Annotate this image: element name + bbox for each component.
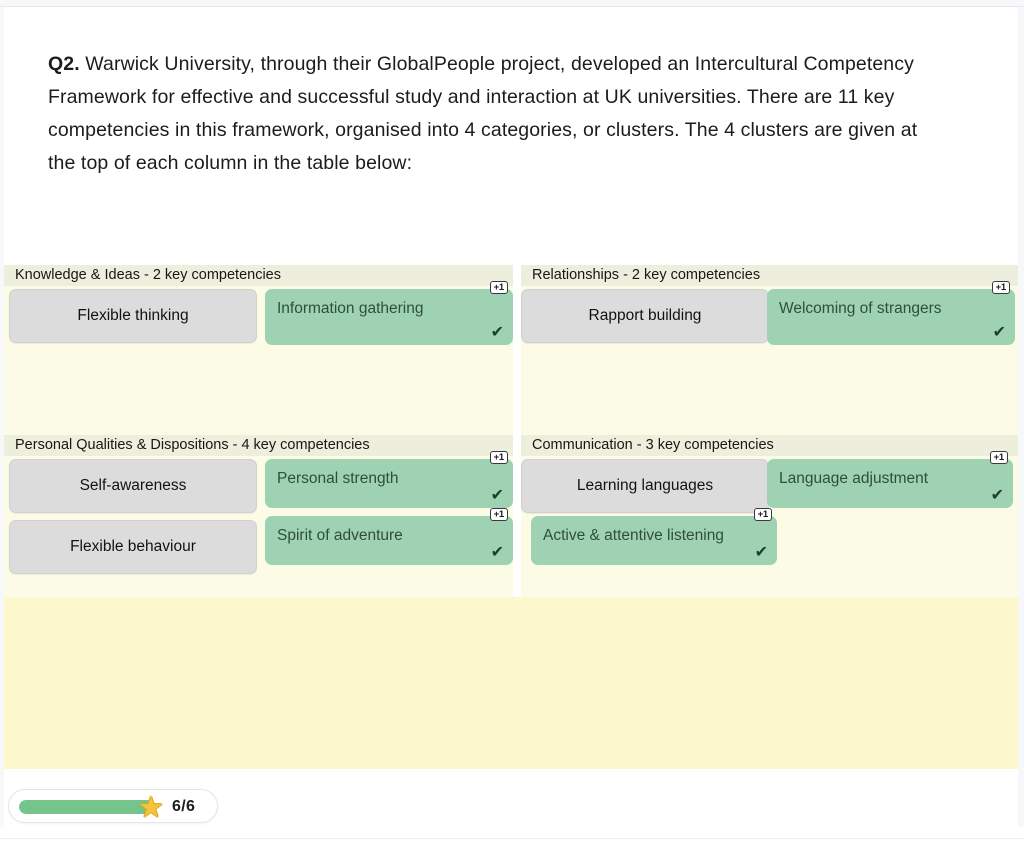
check-icon: ✔ (490, 544, 504, 561)
star-icon: ★ (138, 792, 164, 824)
cluster-panel-communication: Communication - 3 key competencies Learn… (521, 435, 1018, 597)
cluster-body[interactable]: Flexible thinking +1 Information gatheri… (4, 281, 513, 435)
question-number: Q2. (48, 53, 80, 75)
score-label: 6/6 (172, 798, 196, 815)
check-icon: ✔ (490, 487, 504, 504)
check-icon: ✔ (754, 544, 768, 561)
question-prompt: Q2. Warwick University, through their Gl… (48, 48, 948, 180)
check-icon: ✔ (490, 324, 504, 341)
page-top-edge (0, 0, 1024, 7)
score-badge: +1 (753, 508, 772, 521)
page-right-rail (1018, 7, 1024, 827)
cluster-panel-knowledge-ideas: Knowledge & Ideas - 2 key competencies F… (4, 265, 513, 435)
dropzone-tile-filled[interactable]: +1 Active & attentive listening ✔ (531, 508, 777, 565)
draggable-tile[interactable]: Learning languages (521, 459, 769, 513)
footer-divider (0, 838, 1024, 839)
cluster-panel-relationships: Relationships - 2 key competencies Rappo… (521, 265, 1018, 435)
score-badge: +1 (489, 281, 508, 294)
tile-label: Welcoming of strangers (779, 300, 942, 317)
cluster-body[interactable]: Learning languages +1 Language adjustmen… (521, 451, 1018, 597)
dropzone-tile-filled[interactable]: +1 Language adjustment ✔ (767, 451, 1013, 508)
tile-bank-area[interactable] (4, 597, 1018, 769)
draggable-tile[interactable]: Rapport building (521, 289, 769, 343)
cluster-body[interactable]: Rapport building +1 Welcoming of strange… (521, 281, 1018, 435)
cluster-panel-grid: Knowledge & Ideas - 2 key competencies F… (4, 265, 1018, 597)
dropzone-tile-filled[interactable]: +1 Information gathering ✔ (265, 281, 513, 345)
tile-label: Personal strength (277, 470, 399, 487)
tile-label: Flexible thinking (77, 307, 189, 324)
score-badge: +1 (991, 281, 1010, 294)
dropzone-tile-filled[interactable]: +1 Personal strength ✔ (265, 451, 513, 508)
score-badge: +1 (489, 508, 508, 521)
cluster-body[interactable]: Self-awareness Flexible behaviour +1 Per… (4, 451, 513, 597)
draggable-tile[interactable]: Flexible thinking (9, 289, 257, 343)
cluster-header: Personal Qualities & Dispositions - 4 ke… (4, 435, 513, 456)
tile-label: Information gathering (277, 300, 424, 317)
cluster-header: Knowledge & Ideas - 2 key competencies (4, 265, 513, 286)
tile-label: Learning languages (576, 477, 714, 494)
tile-label: Spirit of adventure (277, 527, 403, 544)
progress-fill (19, 800, 154, 814)
tile-label: Flexible behaviour (70, 538, 196, 555)
progress-indicator: ★ 6/6 (8, 789, 218, 823)
check-icon: ✔ (990, 487, 1004, 504)
score-badge: +1 (989, 451, 1008, 464)
cluster-header: Relationships - 2 key competencies (521, 265, 1018, 286)
tile-label: Rapport building (588, 307, 702, 324)
score-badge: +1 (489, 451, 508, 464)
draggable-tile[interactable]: Flexible behaviour (9, 520, 257, 574)
draggable-tile[interactable]: Self-awareness (9, 459, 257, 513)
competency-board: Knowledge & Ideas - 2 key competencies F… (4, 265, 1018, 797)
progress-track (19, 800, 154, 814)
check-icon: ✔ (992, 324, 1006, 341)
cluster-panel-personal-qualities: Personal Qualities & Dispositions - 4 ke… (4, 435, 513, 597)
tile-label: Self-awareness (79, 477, 187, 494)
tile-label: Language adjustment (779, 470, 929, 487)
question-text: Warwick University, through their Global… (48, 53, 918, 174)
page-left-rail (0, 7, 4, 827)
cluster-header: Communication - 3 key competencies (521, 435, 1018, 456)
dropzone-tile-filled[interactable]: +1 Welcoming of strangers ✔ (767, 281, 1015, 345)
dropzone-tile-filled[interactable]: +1 Spirit of adventure ✔ (265, 508, 513, 565)
tile-label: Active & attentive listening (543, 527, 724, 544)
